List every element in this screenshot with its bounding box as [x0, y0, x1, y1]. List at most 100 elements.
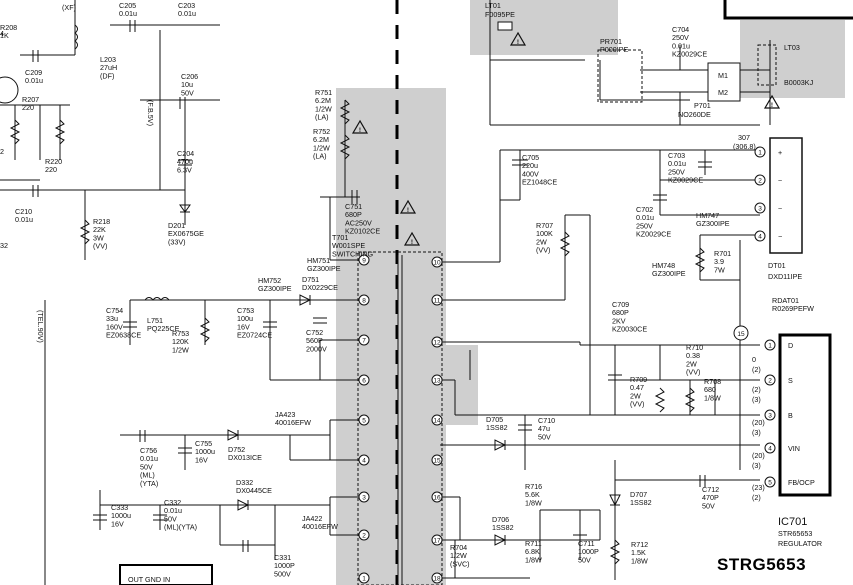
dt01-part: DXD11IPE — [768, 272, 802, 281]
label-c754-3: EZ0638CE — [106, 331, 141, 340]
label-c752-0: C752 — [306, 328, 323, 337]
ic701-pin-2 — [764, 374, 776, 386]
isolation-boundary-right — [723, 0, 853, 20]
label-c704-1: 250V — [672, 33, 689, 42]
label-t701-0: T701 — [332, 233, 348, 242]
dt01-pin-label: 4 — [758, 233, 762, 240]
bottom-ic-label: OUT GND IN — [128, 575, 170, 584]
label-c331-0: C331 — [274, 553, 291, 562]
label-c754-1: 33u — [106, 314, 118, 323]
capacitor-c702 — [653, 194, 667, 201]
ic701-pin-label: 2 — [768, 377, 772, 384]
label-c204-0: C204 — [177, 149, 194, 158]
label-r753-0: R753 — [172, 329, 189, 338]
label-r752-1: 6.2M — [313, 135, 329, 144]
label-c751-3: KZ0102CE — [345, 227, 380, 236]
warning-icon: ! — [399, 199, 417, 214]
t701-pin-9 — [358, 254, 370, 266]
label-c753-0: C753 — [237, 306, 254, 315]
ic701-pin-voltage: (2) — [752, 365, 761, 374]
capacitor-c204 — [178, 159, 192, 166]
label-c755-2: 16V — [195, 455, 208, 464]
label-d707-0: D707 — [630, 490, 647, 499]
label-c331-2: 500V — [274, 569, 291, 578]
t701-pin-label: 8 — [362, 297, 366, 304]
label-t701-1: W001SPE — [332, 241, 365, 250]
capacitor-c333 — [93, 514, 107, 521]
diode-d332 — [237, 499, 250, 511]
label-c753-1: 100u — [237, 314, 253, 323]
inductor-l751 — [144, 297, 170, 301]
label-c754-0: C754 — [106, 306, 123, 315]
shade-transformer — [336, 88, 446, 585]
capacitor-c209 — [32, 50, 39, 62]
t701-pin-label: 4 — [362, 457, 366, 464]
secondary-wiring — [0, 0, 360, 585]
label-hm752-1: GZ300IPE — [258, 284, 292, 293]
dt01-pin-2 — [754, 174, 766, 186]
dt01-pin-label: 2 — [758, 177, 762, 184]
label-c702-3: KZ0029CE — [636, 230, 671, 239]
label-r712-0: R712 — [631, 540, 648, 549]
label-r710-3: (VV) — [686, 368, 700, 377]
ic701-pin-name-s: S — [788, 376, 793, 385]
capacitor-c705 — [512, 159, 528, 166]
label-c753-2: 16V — [237, 322, 250, 331]
test-point-15 — [733, 325, 749, 341]
label-d332-0: D332 — [236, 478, 253, 487]
label-hm747-1: GZ300IPE — [696, 219, 730, 228]
pr701-label: PR701 — [600, 37, 622, 46]
ic701-desc: REGULATOR — [778, 539, 822, 548]
diode-d705 — [494, 439, 507, 451]
net-4: 4 — [0, 29, 4, 38]
t701-pin-label: 15 — [433, 457, 441, 464]
ic701-pin-voltage: (3) — [752, 461, 761, 470]
resistor-r712 — [609, 539, 621, 565]
label-r709-3: (VV) — [630, 400, 644, 409]
transistor-q — [0, 76, 19, 104]
label-r707-0: R707 — [536, 221, 553, 230]
resistor-r220 — [54, 119, 66, 145]
label-c753-3: EZ0724CE — [237, 331, 272, 340]
label-c702-0: C702 — [636, 205, 653, 214]
label-c703-3: KZ0029CE — [668, 176, 703, 185]
label-ja423-0: JA423 — [275, 410, 295, 419]
inductor-l203 — [74, 24, 78, 50]
capacitor-c753 — [263, 321, 277, 328]
label-c709-2: 2KV — [612, 316, 626, 325]
label-c333-2: 16V — [111, 519, 124, 528]
dt01-pin-label: 1 — [758, 149, 762, 156]
t701-pin-18 — [431, 572, 443, 584]
label-c710-2: 50V — [538, 432, 551, 441]
label-c755-1: 1000u — [195, 447, 215, 456]
node-3068: (306.8) — [733, 142, 756, 151]
capacitor-c210 — [32, 185, 39, 197]
label-c752-2: 2000V — [306, 344, 327, 353]
label-rdat01-1: R0269PEFW — [772, 304, 814, 313]
label-r711-1: 6.8K — [525, 547, 540, 556]
warning-icon: ! — [763, 94, 781, 109]
t701-pin-label: 2 — [362, 532, 366, 539]
ic701-ref: IC701 — [778, 516, 807, 528]
label-c705-2: 400V — [522, 169, 539, 178]
label-d707-1: 1SS82 — [630, 498, 652, 507]
label-r710-1: 0.38 — [686, 351, 700, 360]
t701-pin-label: 13 — [433, 377, 441, 384]
m2-label: M2 — [718, 88, 728, 97]
test-point-15-label: 15 — [737, 331, 745, 338]
ic701-pin-voltage: 0 — [752, 355, 756, 364]
label-c332-2: 50V — [164, 514, 177, 523]
posistor-pr701 — [597, 49, 643, 103]
label-c705-3: EZ1048CE — [522, 178, 557, 187]
t701-pin-15 — [431, 454, 443, 466]
svg-text:!: ! — [411, 239, 413, 246]
label-l203-0: L203 — [100, 55, 116, 64]
label-d752-1: DX013ICE — [228, 453, 262, 462]
label-c209-0: C209 — [25, 68, 42, 77]
capacitor-c711 — [573, 534, 587, 541]
t701-pin-7 — [358, 334, 370, 346]
ic701-part: STR65653 — [778, 529, 812, 538]
capacitor-c751 — [351, 190, 358, 204]
diode-d752 — [227, 429, 240, 441]
dt01-label: DT01 — [768, 261, 786, 270]
